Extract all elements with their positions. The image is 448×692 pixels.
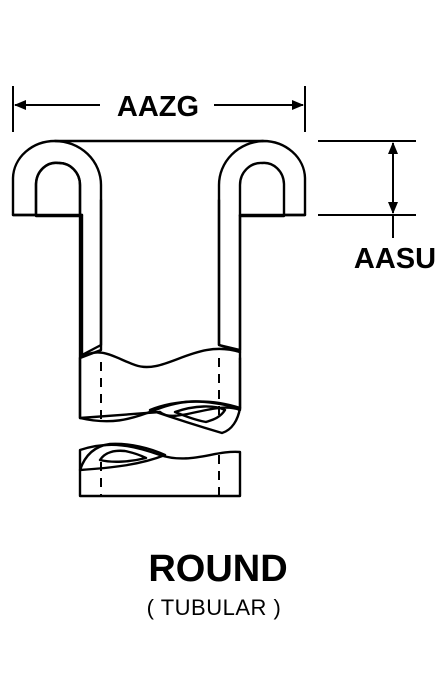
height-dimension-label: AASU xyxy=(354,243,436,275)
caption-title: ROUND xyxy=(148,548,287,590)
lower-break-hatch xyxy=(78,442,167,472)
right-head-wall xyxy=(217,139,307,352)
lower-break-hatch-inner xyxy=(98,449,148,463)
upper-break-hatch-inner xyxy=(173,405,227,424)
caption-subtitle: ( TUBULAR ) xyxy=(147,595,282,620)
right-head-inner xyxy=(238,161,286,218)
upper-break-hatch xyxy=(148,400,242,435)
rivet-body xyxy=(11,139,307,498)
width-dimension-label: AAZG xyxy=(117,91,199,123)
left-head-wall xyxy=(11,139,103,357)
width-dimension: AAZG xyxy=(12,86,306,132)
left-head-inner xyxy=(34,161,82,218)
height-dimension: AASU xyxy=(318,140,436,275)
right-shank-wall xyxy=(217,198,242,354)
